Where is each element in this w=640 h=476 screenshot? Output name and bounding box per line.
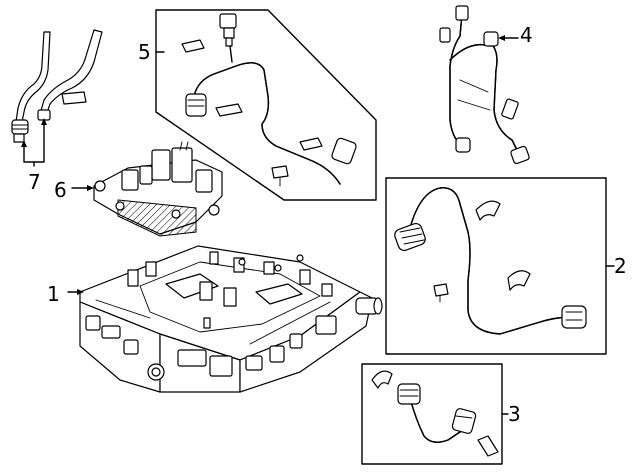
- part-2-hose[interactable]: [393, 187, 587, 335]
- callout-3: 3: [508, 402, 521, 426]
- part-5-frame: [155, 9, 377, 201]
- part-5-wire-harness[interactable]: [181, 13, 357, 187]
- callout-6-leader: [71, 185, 94, 191]
- part-7-coolant-pipes[interactable]: [11, 29, 103, 143]
- callout-4-leader: [498, 35, 519, 41]
- callout-7-leader: [21, 118, 47, 167]
- part-6-control-module[interactable]: [93, 141, 223, 237]
- callout-7: 7: [28, 170, 41, 194]
- callout-6: 6: [54, 178, 67, 202]
- callout-5: 5: [138, 40, 151, 64]
- callout-2: 2: [614, 254, 627, 278]
- callout-1-leader: [67, 289, 84, 295]
- part-4-coolant-hose-assembly[interactable]: [439, 5, 530, 165]
- part-1-inverter-assembly[interactable]: [79, 245, 383, 393]
- part-3-hose[interactable]: [371, 370, 499, 457]
- callout-1: 1: [47, 282, 60, 306]
- callout-4: 4: [520, 23, 533, 47]
